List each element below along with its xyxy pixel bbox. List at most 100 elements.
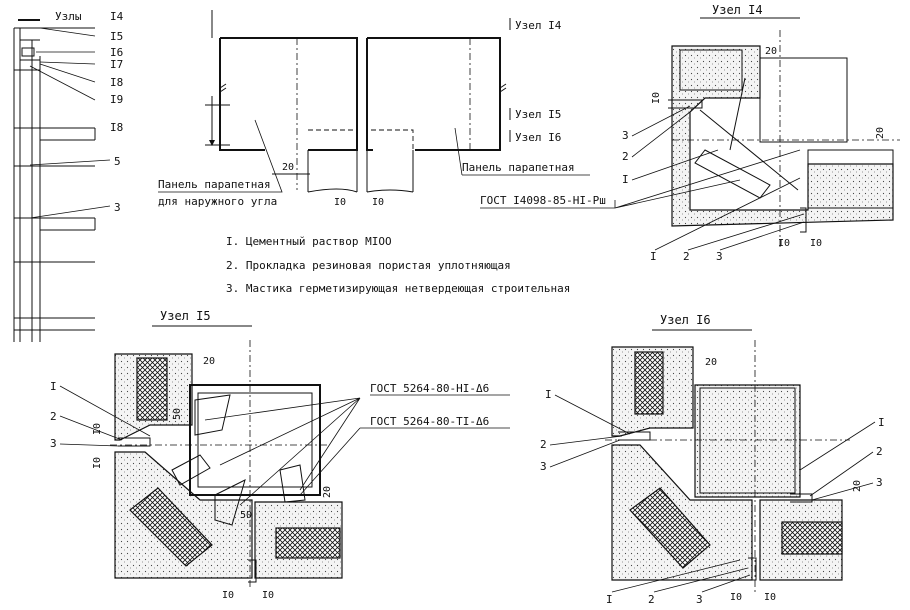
elev-label-i5: I5: [110, 30, 123, 43]
node15-dim-20: 20: [203, 356, 215, 367]
node16-callout-3: 3: [540, 460, 547, 473]
node14-dim-i0-c: I0: [810, 238, 822, 249]
node15-dim-50b: 50: [240, 510, 252, 521]
panel-dim-i0-b: I0: [372, 197, 384, 208]
elev-label-i6: I6: [110, 46, 123, 59]
node15-plate-c: [214, 479, 246, 526]
node14-leaders: [631, 105, 805, 251]
elev-label-i7: I7: [110, 58, 123, 71]
node16-adjacent-panel: [699, 387, 796, 494]
node15-insulation-top: [136, 357, 168, 421]
parapet-panel-view: Узел I4 Узел I5 Узел I6 20 I0 I0 Панель …: [158, 10, 590, 208]
panel-label-corner-2: для наружного угла: [158, 195, 277, 208]
node14-anchor: [729, 77, 746, 151]
node16-insulation-corner: [629, 487, 711, 569]
node15-gost-2: ГОСТ 5264-80-TI-Δ6: [370, 415, 489, 428]
panel-ref-node14: Узел I4: [515, 19, 562, 32]
elevation-title: Узлы: [55, 10, 82, 23]
node14-dim-i0: I0: [651, 92, 662, 104]
node14-gost-leader: [480, 149, 801, 209]
node15-plate-b: [171, 454, 211, 486]
node14-dim-20: 20: [765, 46, 777, 57]
node15-callout-1: I: [50, 380, 57, 393]
node16-fill-block: [694, 384, 801, 498]
panel-ref-node15: Узел I5: [515, 108, 561, 121]
node15-gost-1: ГОСТ 5264-80-HI-Δ6: [370, 382, 489, 395]
elevation-outline: [13, 27, 95, 342]
node14-right-panel: [807, 149, 894, 209]
node16-insulation-top: [634, 351, 664, 415]
node16-axes: [605, 340, 850, 595]
panel-level-arrows: [205, 10, 230, 145]
node-16-detail: Узел I6 20 20 I0 I0 I 2 3 I 2 3 I 2 3: [540, 313, 885, 606]
node15-title: Узел I5: [160, 309, 211, 323]
node14-callout-1: I: [622, 173, 629, 186]
elevation-view: Узлы I4 I5 I6 I7 I8 I9 I8 5 3: [13, 10, 124, 342]
node16-seals: [618, 431, 813, 581]
node14-corner-panel: [671, 45, 894, 227]
node-14-detail: Узел I4 20 I0 20 I0 I0 3 2 I I 2 3 ГОСТ …: [480, 3, 900, 263]
node16-dim-20: 20: [705, 357, 717, 368]
node14-title: Узел I4: [712, 3, 763, 17]
node16-dim-i0-b: I0: [764, 592, 776, 603]
panel-corner-leader: [158, 119, 283, 193]
node16-title: Узел I6: [660, 313, 711, 327]
elevation-node-mark: [21, 47, 35, 57]
node16-callout-1b: I: [878, 416, 885, 429]
node16-leaders-bottom: [611, 559, 751, 593]
node15-plate-d: [279, 464, 306, 503]
node14-callout-2: 2: [622, 150, 629, 163]
node16-callout-2c: 2: [648, 593, 655, 606]
panel-stems: [307, 150, 414, 193]
node14-callout-3: 3: [622, 129, 629, 142]
panel-axes: [296, 38, 471, 190]
elev-label-i9: I9: [110, 93, 123, 106]
node14-callout-1b: I: [650, 250, 657, 263]
node15-dim-i0-b: I0: [92, 457, 103, 469]
node16-callout-1: I: [545, 388, 552, 401]
node14-callout-3b: 3: [716, 250, 723, 263]
legend-item-2: 2. Прокладка резиновая пористая уплотняю…: [226, 259, 511, 272]
legend: I. Цементный раствор MIOO 2. Прокладка р…: [226, 235, 570, 295]
node16-callout-1c: I: [606, 593, 613, 606]
node15-dim-i0-c: I0: [222, 590, 234, 601]
node16-dim-20b: 20: [852, 480, 863, 492]
node15-axes: [110, 340, 330, 590]
elev-label-5: 5: [114, 155, 121, 168]
node16-callout-2b: 2: [876, 445, 883, 458]
node15-dim-i0-d: I0: [262, 590, 274, 601]
panel-label-corner-1: Панель парапетная: [158, 178, 271, 191]
node15-callout-3: 3: [50, 437, 57, 450]
node14-callout-2b: 2: [683, 250, 690, 263]
node16-callout-2: 2: [540, 438, 547, 451]
panel-dim-20: 20: [282, 162, 294, 173]
node14-seals: [668, 99, 807, 233]
node15-callout-2: 2: [50, 410, 57, 423]
node15-insulation-corner: [129, 487, 213, 567]
node16-callout-3b: 3: [876, 476, 883, 489]
node14-adjacent-panel: [759, 57, 848, 143]
node16-leaders-left: [549, 394, 631, 468]
node14-steel-plate: [699, 109, 799, 191]
node15-steel-frame: [189, 384, 321, 496]
panel-label-right: Панель парапетная: [462, 161, 575, 174]
node16-insulation-right: [781, 521, 843, 555]
node-15-detail: Узел I5 20 50 I0 I0 20 50 I0 I0 I 2 3 ГО…: [50, 309, 510, 601]
elevation-leaders: [29, 27, 96, 101]
node15-dim-i0: I0: [92, 423, 103, 435]
elevation-floors: [14, 127, 96, 331]
node14-inner-insert: [694, 149, 771, 199]
elev-label-3: 3: [114, 201, 121, 214]
elev-leaders-b: [29, 159, 111, 219]
node14-gost: ГОСТ I4098-85-HI-Pш: [480, 194, 606, 207]
legend-item-3: 3. Мастика герметизирующая нетвердеющая …: [226, 282, 570, 295]
node15-gost-leaders: [204, 394, 510, 506]
node15-insulation-right: [275, 527, 341, 559]
elev-label-i4: I4: [110, 10, 124, 23]
elevation-ledges: [14, 39, 40, 71]
panel-dim-i0-a: I0: [334, 197, 346, 208]
elev-label-i8b: I8: [110, 121, 123, 134]
node15-leaders: [59, 385, 151, 447]
node16-leaders-right: [799, 421, 876, 501]
